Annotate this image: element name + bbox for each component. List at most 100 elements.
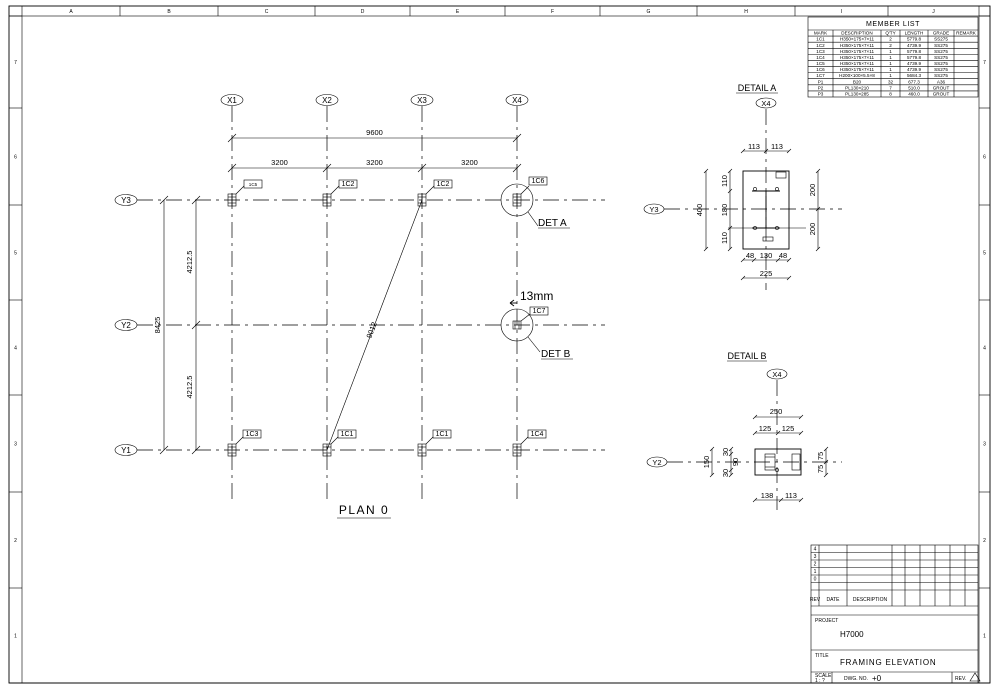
column-tag: 1C7 [533,308,546,315]
grid-label-x2: X2 [322,96,332,105]
detail-a-dim-bottom-1: 48 [746,251,754,260]
detail-a-dim-left-3: 110 [720,232,729,244]
rev-label: REV. [955,676,966,682]
member-list-cell: GROUT [933,92,950,97]
detail-b-dim-left-1: 30 [721,448,730,456]
detail-a-dim-left-1: 110 [720,175,729,187]
member-list-cell: H350×175×7×11 [840,67,874,72]
grid-label-x3: X3 [417,96,427,105]
detail-b-dim-left-total: 150 [702,456,711,469]
detail-a-dim-top-2: 113 [771,142,783,151]
dim-bay-y1: 4212.5 [185,251,194,274]
detail-b-dim-right-1: 75 [816,452,825,460]
grid-label-x1: X1 [227,96,237,105]
column-label: G [647,9,651,15]
column-tag: 1C2 [437,181,450,188]
project-label: PROJECT [815,618,838,624]
grid-label: X4 [772,370,781,379]
drawing-frame [21,15,980,684]
member-list-cell: H350×175×7×11 [840,55,874,60]
row-label-left: 2 [14,538,17,544]
detail-a-dim-bottom-2: 130 [760,251,773,260]
column-label: F [551,9,554,15]
revision-number: 1 [814,569,817,575]
revision-number: 4 [814,547,817,553]
member-list-cell: 4739.9 [907,61,921,66]
revision-header: DATE [827,597,841,603]
column-tag: 1C6 [532,178,545,185]
detail-b-title: DETAIL B [727,351,766,361]
dim-bay-y2: 4212.5 [185,376,194,399]
row-label-right: 3 [983,442,986,448]
dim-bay-x2: 3200 [366,158,383,167]
column-label: A [69,9,73,15]
dwg-label: DWG. NO. [844,676,868,682]
callout-det-a: DET A [538,218,567,229]
grid-bubble-x1: X1 [220,94,244,106]
row-label-right: 2 [983,538,986,544]
grid-label-x4: X4 [512,96,522,105]
member-list-cell: H200×100×5.5×8 [839,73,875,78]
annotation-13mm: 13mm [520,289,553,303]
grid-bubble-y3-detail-a: Y3 [643,203,665,215]
grid-bubble-y2-detail-b: Y2 [646,456,668,468]
detail-b-dim-bottom-1: 138 [761,491,774,500]
member-list-cell: PL130×210 [845,85,869,90]
column-1c7: 1C7 DET B 13mm [500,289,573,360]
member-list-cell: SS275 [934,73,948,78]
member-list-cell: 2 [889,43,892,48]
detail-b-dim-left-3: 30 [721,469,730,477]
member-list-cell: PL130×285 [845,92,869,97]
member-list-cell: 1C2 [816,43,825,48]
title-value: FRAMING ELEVATION [840,658,936,667]
detail-b-dim-left-2: 90 [731,458,740,466]
column-1c3: 1C3 [227,429,262,457]
member-list-cell: 4739.9 [907,43,921,48]
revision-number: 2 [814,562,817,568]
member-list-cell: 5779.8 [907,55,921,60]
column-label: J [932,9,935,15]
member-list-cell: H350×175×7×11 [840,61,874,66]
column-tag: 1C5 [249,182,258,187]
column-label: H [744,9,748,15]
member-list-cell: 5684.3 [907,73,921,78]
plan-view: X1 X2 X3 X4 Y3 Y2 Y1 [114,94,605,519]
member-list-cell: P3 [818,92,824,97]
scale-label: SCALE [815,673,832,679]
grid-bubble-x4-detail-b: X4 [766,368,788,380]
dim-bay-x1: 3200 [271,158,288,167]
dimension-y: 8425 4212.5 4212.5 [153,195,201,455]
member-list-cell: 8 [889,92,892,97]
member-list-cell: GROUT [933,85,950,90]
callout-det-b: DET B [541,349,571,360]
column-1c4: 1C4 [512,429,547,457]
revision-header: DESCRIPTION [853,597,888,603]
detail-b-dim-top-2: 125 [782,424,795,433]
member-list-header: GRADE [933,30,949,35]
grid-bubble-x4: X4 [505,94,529,106]
member-list-header: REMARK [956,30,977,35]
member-list-cell: 7 [889,85,892,90]
column-tag: 1C3 [246,431,259,438]
member-list-cell: 1 [889,55,892,60]
member-list-cell: 1 [889,49,892,54]
grid-label-y3: Y3 [121,196,131,205]
column-tag: 1C2 [342,181,355,188]
column-label: E [456,9,460,15]
member-list-header: MARK [814,30,828,35]
member-list-cell: 1C6 [816,67,825,72]
dim-total-y: 8425 [153,317,162,334]
row-label-left: 5 [14,251,17,257]
plan-title: PLAN 0 [339,503,389,517]
row-label-right: 5 [983,251,986,257]
scale-value: 1 : ? [815,678,825,684]
member-list-cell: 1C7 [816,73,825,78]
row-label-left: 6 [14,155,17,161]
member-list-cell: 32 [888,79,894,84]
grid-bubble-x3: X3 [410,94,434,106]
row-label-right: 4 [983,346,986,352]
